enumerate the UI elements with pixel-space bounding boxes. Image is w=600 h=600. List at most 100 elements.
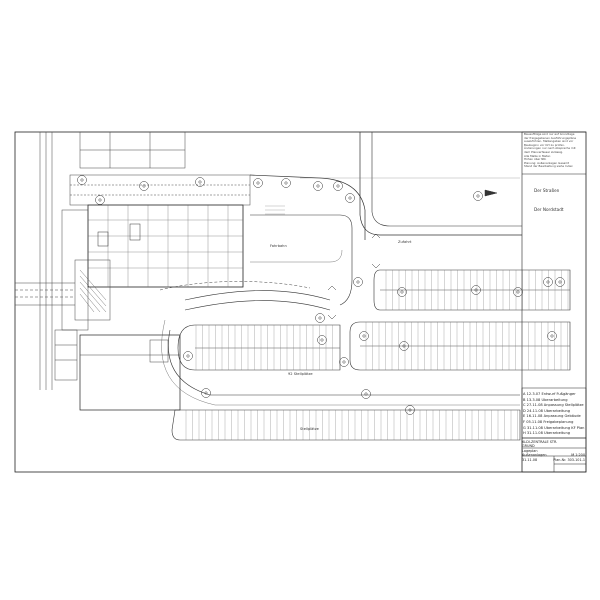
tree-trunk (98, 198, 102, 202)
tree-trunk (320, 338, 324, 342)
tree-trunk (80, 178, 84, 182)
title-project: ALDI-ZENTRALE STR. (522, 440, 558, 444)
tree-symbol (313, 181, 323, 191)
tree-symbol (339, 357, 349, 367)
revision-index: H (523, 431, 527, 436)
tree-trunk (348, 196, 352, 200)
revision-text: 31.11.08 Überarbeitung (526, 431, 571, 436)
tree-trunk (142, 184, 146, 188)
revision-row: A 12.3.07 Entwurf Fußgänger (523, 392, 585, 398)
plan-note: dem Planverfasser zulässig. (524, 149, 564, 154)
revision-index: C (523, 403, 527, 408)
tree-trunk (336, 184, 340, 188)
tree-trunk (342, 360, 346, 364)
plan-note: Alle Maße in Meter. (524, 153, 551, 158)
revision-row: D 24.11.08 Überarbeitung (523, 409, 585, 415)
plan-note: Höhen über NN. (524, 157, 547, 162)
plan-note: Bauaufträge sind nur auf Grundlage (524, 132, 575, 136)
tree-trunk (198, 180, 202, 184)
revision-row: C 27.11.08 Anpassung Stellplätze (523, 403, 585, 409)
drive-label: Fahrbahn (270, 244, 287, 248)
tree-trunk (546, 280, 550, 284)
plan-note: Baubeginn vor Ort zu prüfen. (524, 142, 565, 147)
tree-symbol (139, 181, 149, 191)
tree-symbol (333, 181, 343, 191)
revision-text: 31.11.08 Überarbeitung KF Plan (526, 425, 585, 430)
tree-trunk (316, 184, 320, 188)
tree-symbol (405, 405, 415, 415)
parking-block-middle (349, 321, 571, 371)
revision-row: F 05.11.08 Freigabeplanung (523, 420, 585, 426)
tree-symbol (183, 351, 193, 361)
title-scale: M 1:200 (571, 453, 585, 458)
tree-trunk (402, 344, 406, 348)
title-date: 31.11.08 (522, 457, 538, 462)
title-drawing: Lageplan (522, 448, 538, 453)
tree-trunk (516, 290, 520, 294)
tree-symbol (77, 175, 87, 185)
plan-note: der freigegebenen Ausführungspläne (524, 135, 577, 140)
tree-symbol (281, 178, 291, 188)
tree-symbol (397, 287, 407, 297)
revision-row: B 13.3.08 Überarbeitung (523, 398, 585, 404)
tree-trunk (186, 354, 190, 358)
revision-text: 24.11.08 Überarbeitung (526, 408, 571, 413)
revision-text: 05.11.08 Freigabeplanung (526, 419, 574, 424)
tree-symbol (473, 191, 483, 201)
tree-symbol (95, 195, 105, 205)
plan-note: Änderungen nur nach Absprache mit (524, 146, 576, 151)
title-number: Plan-Nr. 303-101-1 (553, 457, 585, 462)
plan-note: auszuführen. Maßangaben sind vor (524, 139, 574, 144)
drive-label-2: Zufahrt (398, 240, 412, 244)
tree-symbol (555, 277, 565, 287)
revision-index: E (523, 414, 527, 419)
tree-symbol (361, 389, 371, 399)
revision-index: B (523, 397, 527, 402)
tree-symbol (471, 285, 481, 295)
title-block: ALDI-ZENTRALE STR. GRUND Lageplan Außena… (522, 440, 585, 471)
tree-trunk (356, 280, 360, 284)
tree-trunk (400, 290, 404, 294)
revision-row: E 16.11.08 Anpassung Gebäude (523, 414, 585, 420)
tree-symbol (201, 388, 211, 398)
tree-trunk (362, 334, 366, 338)
tree-trunk (256, 181, 260, 185)
tree-trunk (284, 181, 288, 185)
revision-text: 13.3.08 Überarbeitung (526, 397, 568, 402)
tree-symbol (195, 177, 205, 187)
drawing-frame (14, 131, 587, 473)
revision-index: A (523, 392, 527, 396)
stairs-label: Stellplätze (300, 427, 319, 431)
tree-trunk (364, 392, 368, 396)
tree-symbol (399, 341, 409, 351)
main-building (87, 204, 244, 288)
tree-symbol (359, 331, 369, 341)
tree-trunk (408, 408, 412, 412)
tree-trunk (474, 288, 478, 292)
revision-index: F (523, 419, 527, 424)
revision-text: 16.11.08 Anpassung Gebäude (526, 414, 581, 419)
tree-trunk (476, 194, 480, 198)
revision-text: 27.11.08 Anpassung Stellplätze (526, 403, 584, 408)
parking-block-upper (373, 269, 571, 311)
building-lower-left (79, 334, 181, 411)
parking-count-label: 92 Stellplätze (288, 372, 313, 376)
revision-index: G (523, 425, 527, 430)
title-sheet: Außenanlagen (522, 453, 547, 458)
tree-trunk (318, 316, 322, 320)
revision-text: 12.3.07 Entwurf Fußgänger (526, 392, 576, 396)
street-label-top: Der Straßen (534, 188, 560, 193)
plan-note: Planung: Außenanlagen Gesamt (524, 160, 570, 165)
parking-block-central (177, 324, 341, 371)
tree-symbol (353, 277, 363, 287)
tree-symbol (547, 331, 557, 341)
tree-trunk (204, 391, 208, 395)
revision-index: D (523, 408, 527, 413)
street-label-second: Der Nordstadt (534, 207, 564, 212)
tree-symbol (345, 193, 355, 203)
title-place: GRUND (522, 444, 535, 449)
tree-symbol (543, 277, 553, 287)
